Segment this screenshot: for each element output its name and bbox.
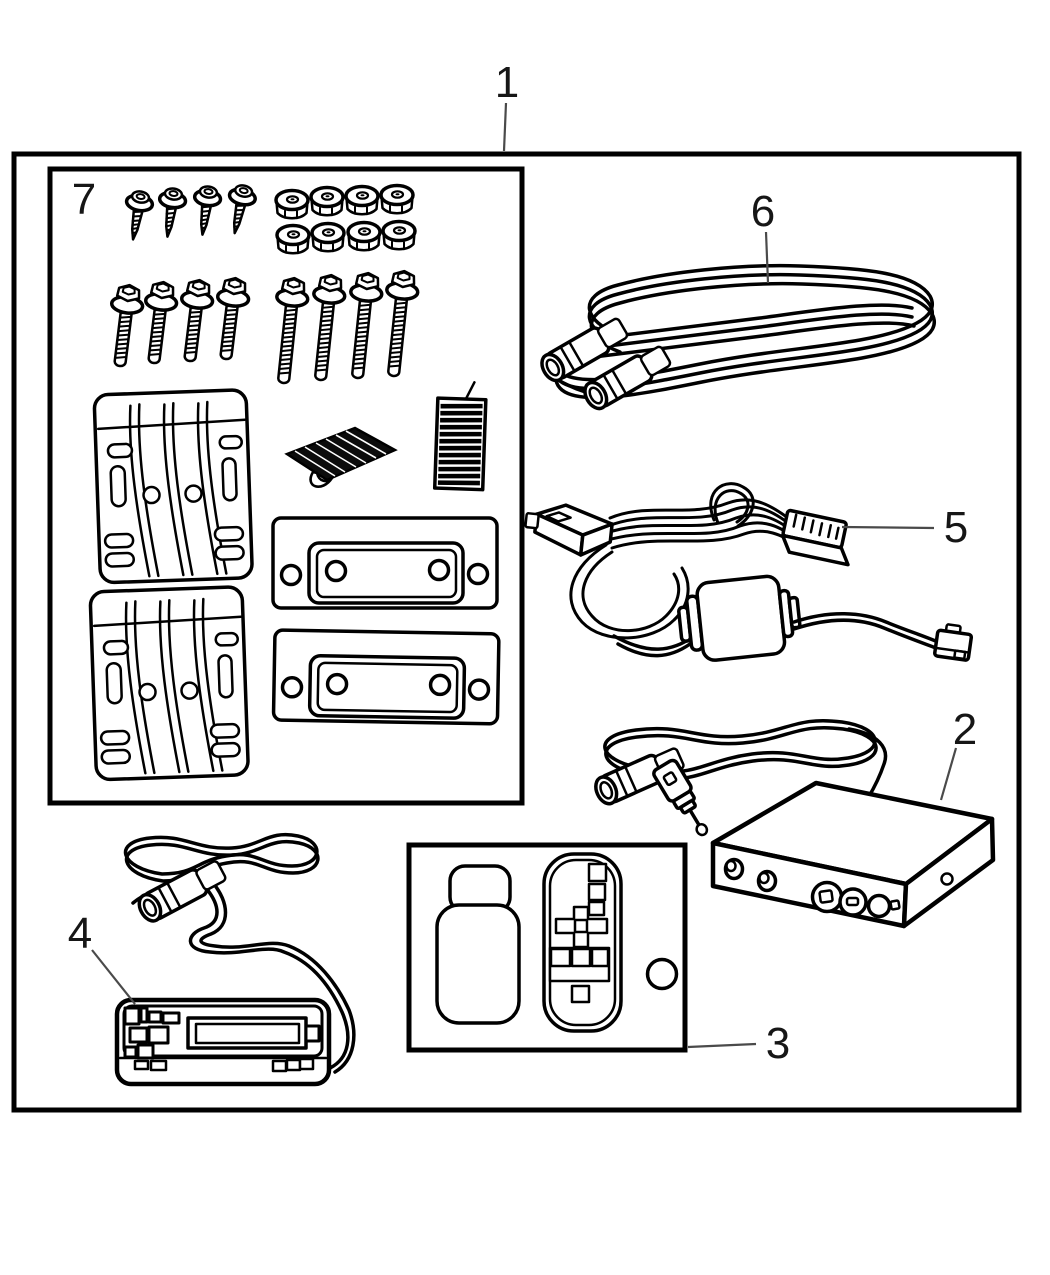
mounting-plates (88, 387, 255, 782)
long-hex-bolt (303, 271, 349, 384)
flange-nut (309, 185, 345, 217)
tapping-screw (220, 181, 260, 238)
receiver-front-jacks (723, 857, 954, 919)
harness-wire-bundle (569, 482, 802, 640)
harness-transformer (677, 574, 802, 662)
mounting-plate (92, 387, 255, 585)
short-hex-bolt (102, 281, 147, 370)
flange-nut (346, 220, 382, 252)
harness-connector-end (933, 623, 974, 662)
callout-6-label: 6 (751, 187, 775, 236)
callout-2-label: 2 (953, 705, 977, 754)
short-hex-bolt (172, 276, 217, 365)
latch-plates (271, 516, 501, 726)
short-hex-bolt (136, 278, 181, 367)
callout-6: 6 (751, 187, 775, 284)
av-cable: 6 (535, 187, 936, 415)
short-hex-bolt (208, 274, 253, 363)
callout-3-label: 3 (766, 1019, 790, 1068)
long-hex-bolt (266, 274, 312, 387)
av-cable-coil (552, 263, 936, 400)
callout-1: 1 (495, 58, 519, 152)
flange-nut (310, 221, 346, 253)
display-unit: 4 (68, 833, 356, 1087)
kit-outer-box (11, 151, 1022, 1113)
latch-plate (271, 516, 499, 610)
harness-plug-right (780, 508, 850, 567)
hardware-box: 7 (47, 166, 525, 806)
long-hex-bolt (376, 267, 422, 380)
tapping-screw (118, 187, 157, 244)
callout-7-label: 7 (72, 175, 96, 224)
display-cable-plug (133, 855, 230, 927)
flange-nut (274, 188, 310, 220)
wiring-harness: 5 (524, 482, 974, 662)
callout-2: 2 (939, 705, 977, 801)
tapping-screws (118, 181, 260, 244)
antenna-plug (652, 758, 709, 837)
display-unit-body (114, 997, 332, 1087)
callout-5-label: 5 (944, 503, 968, 552)
receiver-module: 2 (590, 705, 996, 929)
accessory-box-outline (406, 842, 688, 1053)
headphone-pouch (435, 864, 521, 1025)
harness-plug-left (524, 503, 614, 557)
flange-nut (379, 183, 415, 215)
long-hex-bolts (266, 267, 422, 387)
tapping-screw (187, 183, 224, 239)
short-hex-bolts (102, 274, 253, 370)
hardware-box-outline (47, 166, 525, 806)
remote-control (542, 852, 623, 1033)
box-finger-hole (645, 957, 679, 991)
accessory-box: 3 (406, 842, 790, 1068)
flange-nut (275, 223, 311, 255)
callout-3: 3 (687, 1019, 790, 1068)
velcro-strip-ribbed (432, 381, 488, 492)
flange-nuts (274, 183, 417, 255)
velcro-strip-flat (284, 426, 398, 488)
latch-plate (271, 628, 501, 726)
callout-5: 5 (841, 503, 968, 552)
flange-nut (344, 184, 380, 216)
mounting-plate (88, 584, 251, 782)
tapping-screw (152, 185, 189, 241)
callout-1-label: 1 (495, 58, 519, 107)
callout-4: 4 (68, 909, 136, 1005)
long-hex-bolt (340, 269, 386, 382)
flange-nut (381, 219, 417, 251)
callout-4-label: 4 (68, 909, 92, 958)
